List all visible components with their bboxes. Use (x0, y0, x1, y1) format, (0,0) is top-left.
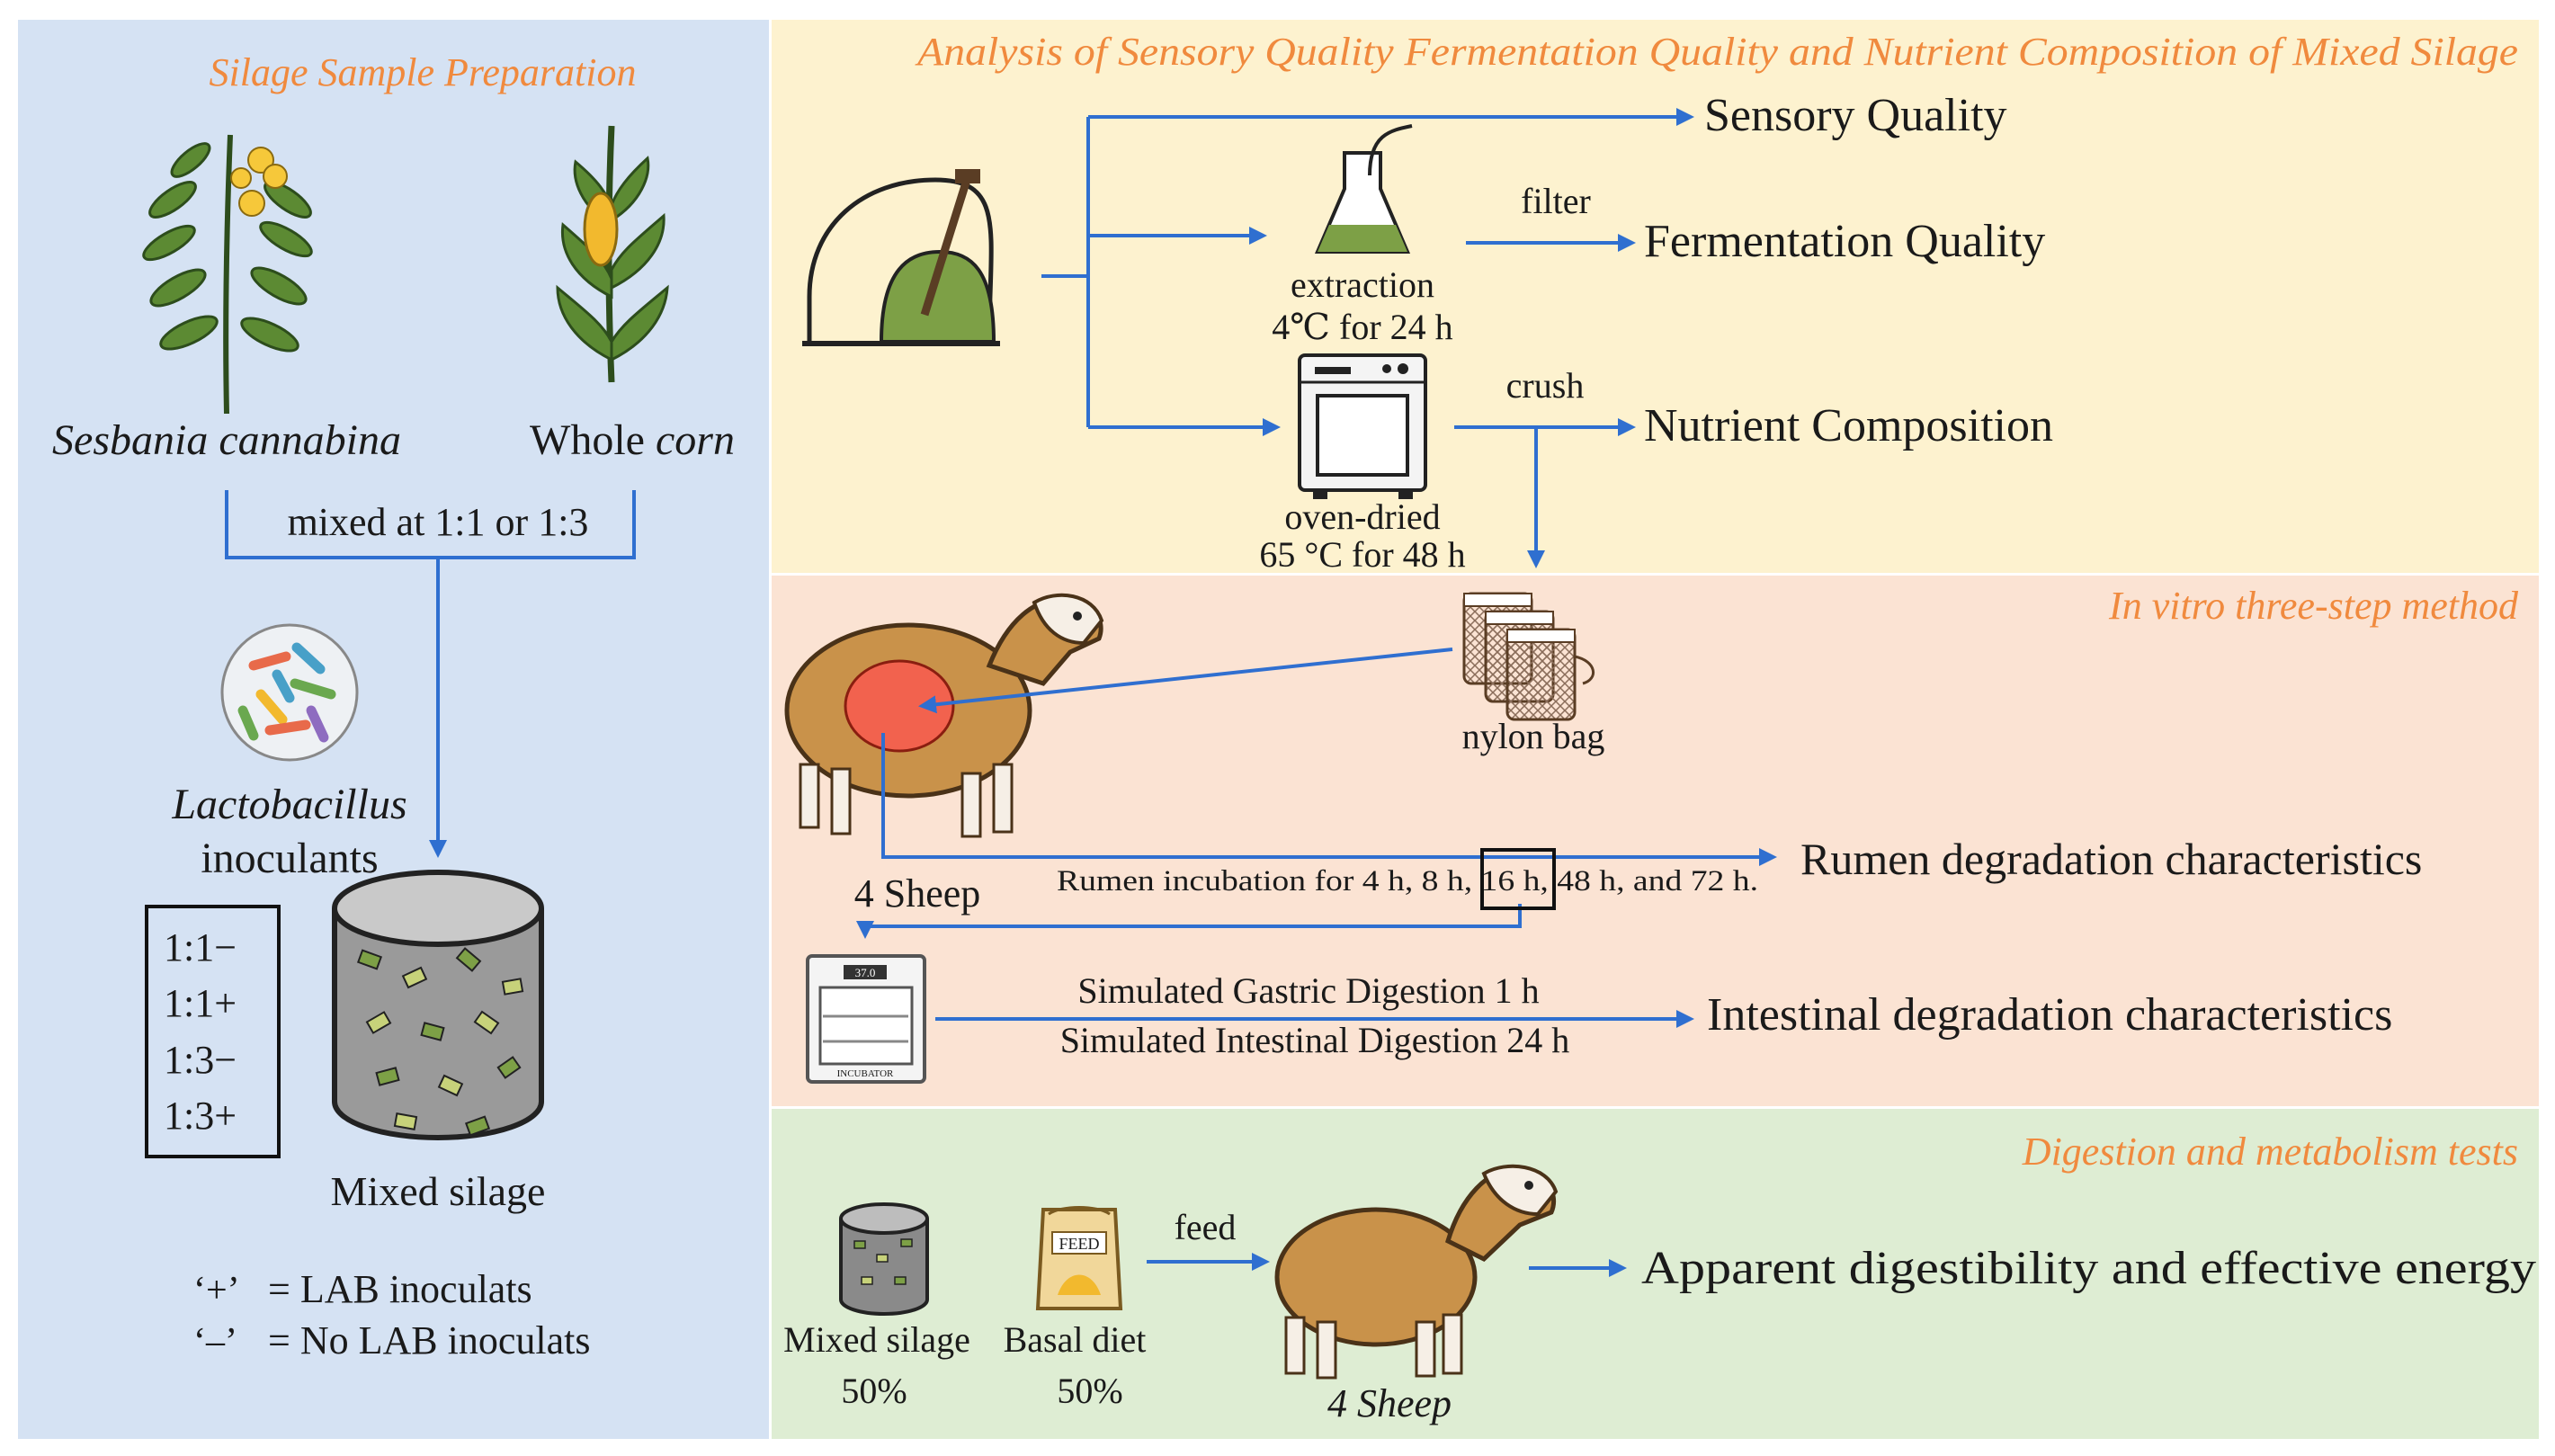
inoculant-word: inoculants (201, 835, 378, 882)
analysis-title: Analysis of Sensory Quality Fermentation… (915, 30, 2518, 74)
basal-diet-pct: 50% (1057, 1371, 1122, 1411)
incubator-display: 37.0 (855, 966, 876, 979)
feed-tag-label: FEED (1059, 1235, 1100, 1253)
analysis-panel (772, 20, 2539, 573)
sesbania-label: Sesbania cannabina (52, 416, 401, 464)
bacteria-icon (220, 623, 359, 762)
corn-label: Whole corn (530, 416, 735, 464)
oven-label: oven-dried (1284, 496, 1440, 537)
silage-can-icon (839, 1202, 929, 1316)
incubator-icon: 37.0 INCUBATOR (806, 954, 926, 1084)
treatment-2: 1:1+ (164, 981, 237, 1025)
basal-diet-label: Basal diet (1004, 1319, 1147, 1360)
incubation-label: Rumen incubation for 4 h, 8 h, 16 h, 48 … (1057, 865, 1758, 898)
treatment-1: 1:1− (164, 925, 237, 969)
corn-icon (556, 125, 669, 383)
nylon-bag-label: nylon bag (1462, 716, 1605, 756)
extraction-label: extraction (1291, 264, 1434, 305)
incubation-16h-highlight (1480, 848, 1556, 910)
sheep-icon (1274, 1164, 1559, 1380)
silage-barrel-icon (332, 870, 544, 1140)
treatment-box (145, 905, 281, 1158)
mixed-silage-label: Mixed silage (331, 1168, 546, 1214)
invitro-title: In vitro three-step method (2108, 584, 2519, 628)
oven-icon (1298, 353, 1427, 499)
legend-minus-key: ‘–’ (193, 1321, 237, 1362)
sheep-fistulated-icon (784, 593, 1104, 838)
digestion-title: Digestion and metabolism tests (2022, 1130, 2518, 1174)
legend-plus-key: ‘+’ (193, 1270, 240, 1311)
digestion-sheep-label: 4 Sheep (1327, 1381, 1452, 1425)
invitro-arrows (856, 648, 1777, 1028)
filter-label: filter (1521, 181, 1591, 221)
digestion-silage-label: Mixed silage (783, 1319, 970, 1360)
sesbania-icon (142, 134, 313, 415)
gastric-label: Simulated Gastric Digestion 1 h (1077, 970, 1539, 1011)
legend-plus-value: = LAB inoculats (268, 1267, 532, 1311)
oven-conditions: 65 °C for 48 h (1259, 534, 1465, 575)
flask-icon (1314, 124, 1413, 254)
feed-label: feed (1175, 1207, 1237, 1247)
nylon-bag-icon (1462, 592, 1595, 721)
feed-bag-icon: FEED (1035, 1206, 1123, 1310)
inoculant-genus: Lactobacillus (171, 781, 406, 828)
treatment-3: 1:3− (164, 1038, 237, 1082)
sheep-count-label: 4 Sheep (854, 871, 981, 916)
apparent-digestibility-label: Apparent digestibility and effective ene… (1641, 1243, 2536, 1294)
mix-bracket (225, 490, 636, 559)
legend-minus-value: = No LAB inoculats (268, 1318, 590, 1362)
fermentation-quality-label: Fermentation Quality (1644, 216, 2045, 267)
mix-label: mixed at 1:1 or 1:3 (288, 500, 589, 544)
extraction-conditions: 4℃ for 24 h (1272, 307, 1452, 347)
treatment-4: 1:3+ (164, 1094, 237, 1138)
prep-title: Silage Sample Preparation (210, 50, 637, 94)
nutrient-composition-label: Nutrient Composition (1644, 400, 2053, 451)
digestion-silage-pct: 50% (841, 1371, 907, 1411)
intestinal-degradation-label: Intestinal degradation characteristics (1707, 989, 2392, 1041)
incubator-label: INCUBATOR (837, 1068, 894, 1079)
analysis-arrows (1041, 108, 1694, 568)
sensory-quality-label: Sensory Quality (1704, 90, 2007, 141)
crush-label: crush (1506, 365, 1585, 406)
rumen-degradation-label: Rumen degradation characteristics (1800, 834, 2422, 884)
intestinal-label: Simulated Intestinal Digestion 24 h (1060, 1020, 1570, 1060)
silage-pile-icon (802, 169, 1000, 346)
rumen-highlight (844, 659, 955, 753)
